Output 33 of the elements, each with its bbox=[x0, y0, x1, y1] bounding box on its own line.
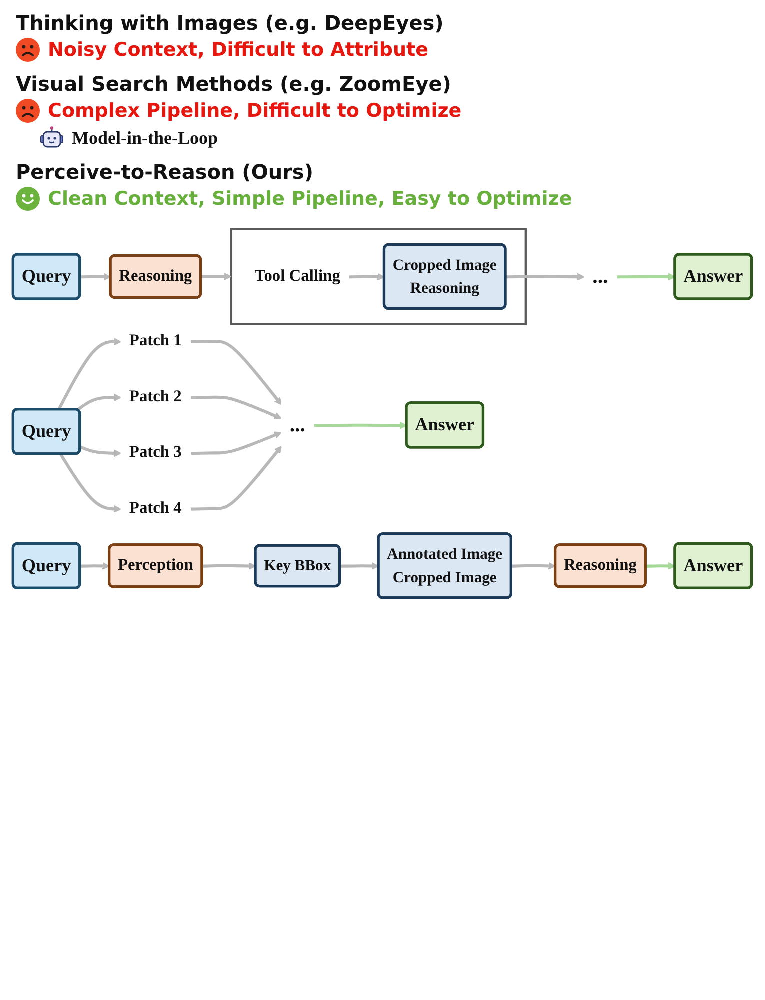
arrow bbox=[506, 273, 585, 281]
arrow bbox=[202, 562, 256, 570]
arrow bbox=[76, 394, 122, 412]
arrow bbox=[190, 432, 282, 456]
node-text: ... bbox=[592, 266, 608, 288]
benefit-text: Clean Context, Simple Pipeline, Easy to Optimize bbox=[48, 188, 572, 210]
arrow bbox=[58, 338, 122, 410]
cluster bbox=[230, 228, 527, 326]
arrow bbox=[60, 454, 122, 513]
loop-caption: Model-in-the-Loop bbox=[72, 128, 218, 148]
drawback-text: Noisy Context, Difficult to Attribute bbox=[48, 39, 429, 61]
arrow bbox=[200, 272, 232, 281]
node-text: Patch 4 bbox=[129, 499, 182, 518]
node-text: Patch 2 bbox=[129, 388, 182, 406]
arrow bbox=[646, 562, 676, 570]
arrow bbox=[80, 562, 110, 570]
drawback-text: Complex Pipeline, Difficult to Optimize bbox=[48, 100, 462, 122]
arrow bbox=[340, 562, 380, 570]
arrow bbox=[80, 273, 112, 281]
node-text: Patch 1 bbox=[129, 332, 182, 350]
section-heading: Thinking with Images (e.g. DeepEyes) bbox=[16, 11, 444, 35]
arrow bbox=[617, 273, 676, 281]
arrow bbox=[190, 340, 282, 406]
arrow bbox=[512, 562, 556, 570]
arrow bbox=[80, 446, 122, 458]
section-heading: Perceive-to-Reason (Ours) bbox=[16, 160, 314, 184]
node-text: Patch 3 bbox=[129, 443, 182, 462]
node-text: ... bbox=[290, 414, 306, 436]
arrow bbox=[190, 446, 282, 511]
arrow bbox=[190, 396, 282, 420]
arrow bbox=[349, 273, 386, 281]
node-text: Tool Calling bbox=[254, 267, 340, 286]
section-heading: Visual Search Methods (e.g. ZoomEye) bbox=[16, 72, 452, 96]
